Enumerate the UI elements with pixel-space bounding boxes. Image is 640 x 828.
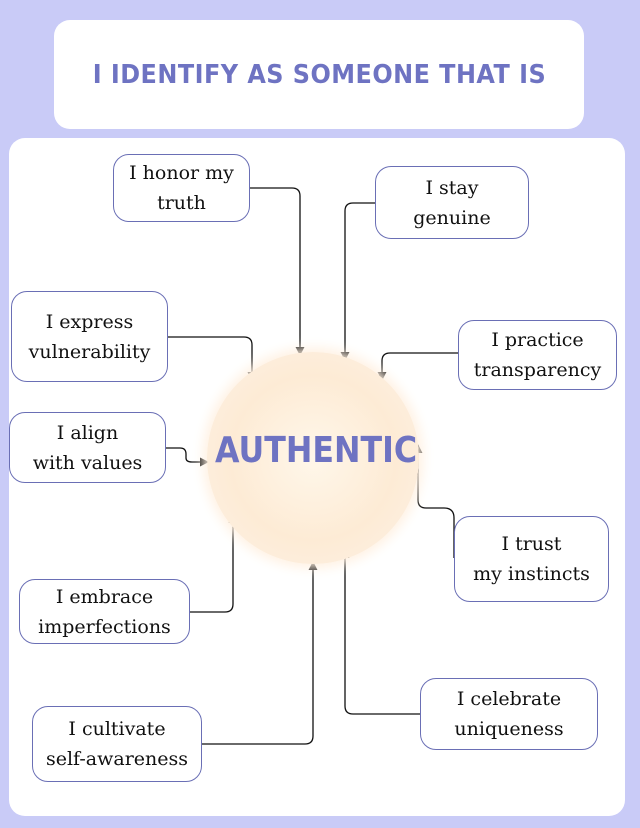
connector-honor-truth bbox=[250, 187, 305, 356]
connector-celebrate-uniqueness bbox=[340, 549, 420, 715]
connector-practice-transparency bbox=[377, 352, 458, 381]
node-stay-genuine: I stay genuine bbox=[375, 166, 529, 239]
node-line: I express bbox=[45, 310, 134, 333]
center-word: AUTHENTIC bbox=[214, 430, 418, 471]
node-practice-transparency: I practice transparency bbox=[458, 320, 617, 390]
node-line: uniqueness bbox=[454, 718, 564, 740]
connector-embrace-imperfections bbox=[190, 514, 238, 613]
node-line: truth bbox=[157, 192, 206, 214]
connector-express-vulnerability bbox=[168, 336, 257, 381]
node-line: I stay bbox=[425, 176, 479, 199]
node-trust-instincts: I trust my instincts bbox=[454, 516, 609, 602]
node-line: transparency bbox=[473, 359, 602, 381]
center-circle bbox=[207, 352, 419, 564]
node-line: I embrace bbox=[55, 585, 154, 608]
node-line: I cultivate bbox=[68, 718, 166, 740]
node-embrace-imperfections: I embrace imperfections bbox=[19, 579, 190, 644]
node-honor-truth: I honor my truth bbox=[113, 154, 250, 222]
node-line: I practice bbox=[491, 329, 584, 351]
node-line: imperfections bbox=[38, 615, 171, 638]
node-line: I honor my bbox=[129, 162, 234, 184]
node-line: genuine bbox=[413, 206, 491, 229]
node-line: with values bbox=[32, 451, 143, 474]
node-cultivate-self-awareness: I cultivate self-awareness bbox=[32, 706, 202, 782]
node-line: self-awareness bbox=[45, 748, 189, 770]
page-title: I IDENTIFY AS SOMEONE THAT IS bbox=[92, 59, 546, 90]
node-line: I trust bbox=[501, 533, 562, 555]
connector-stay-genuine bbox=[340, 202, 376, 361]
connector-cultivate-self-awareness bbox=[202, 561, 318, 745]
connector-align-values bbox=[166, 447, 209, 467]
node-line: vulnerability bbox=[28, 340, 151, 363]
title-card: I IDENTIFY AS SOMEONE THAT IS bbox=[54, 20, 584, 129]
node-celebrate-uniqueness: I celebrate uniqueness bbox=[420, 678, 598, 750]
node-line: my instincts bbox=[473, 563, 590, 585]
node-align-values: I align with values bbox=[9, 412, 166, 483]
node-line: I celebrate bbox=[456, 688, 562, 710]
node-line: I align bbox=[56, 421, 119, 444]
connector-trust-instincts bbox=[413, 444, 455, 558]
node-express-vulnerability: I express vulnerability bbox=[11, 291, 168, 382]
